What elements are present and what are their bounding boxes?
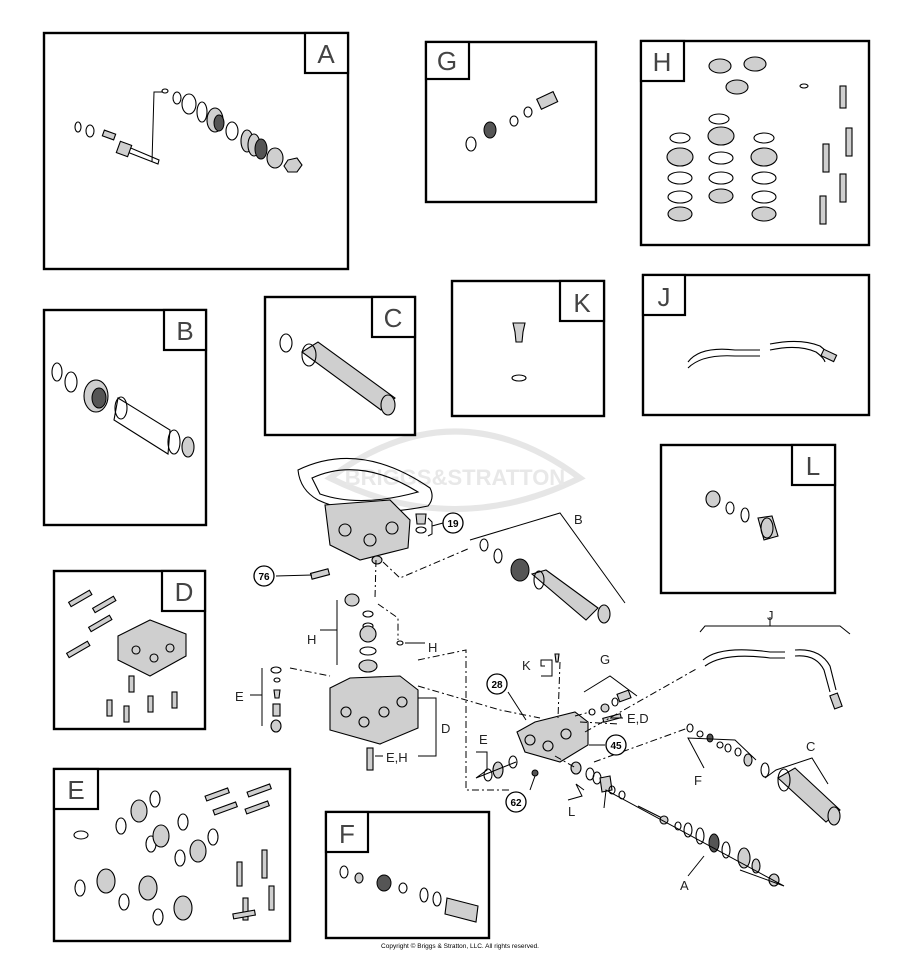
callout-19-text: 19 <box>447 519 459 530</box>
watermark-text: BRIGGS&STRATTON <box>345 465 565 490</box>
panel-f[interactable]: F <box>324 810 491 940</box>
panel-l-letter: L <box>806 451 820 481</box>
panel-c[interactable]: C <box>263 295 417 437</box>
panel-b-parts <box>51 362 195 458</box>
pump-assembly <box>250 457 851 887</box>
callout-28-text: 28 <box>491 680 503 691</box>
callout-45-text: 45 <box>610 741 622 752</box>
label-e-right: E <box>479 732 488 747</box>
label-h-left: H <box>307 632 316 647</box>
copyright-text: Copyright © Briggs & Stratton, LLC. All … <box>381 942 539 950</box>
panel-k-letter: K <box>573 288 591 318</box>
panel-h-parts <box>666 56 853 225</box>
panel-a-letter: A <box>317 39 335 69</box>
callout-62-text: 62 <box>510 798 522 809</box>
panel-a[interactable]: A <box>42 31 350 271</box>
panel-j-parts <box>687 340 838 369</box>
panel-c-parts <box>279 333 396 416</box>
label-h-right: H <box>428 640 437 655</box>
panel-d-letter: D <box>175 577 194 607</box>
label-j: J <box>767 608 774 623</box>
panel-h[interactable]: H <box>639 39 871 247</box>
panel-d[interactable]: D <box>52 569 207 731</box>
panel-c-letter: C <box>384 303 403 333</box>
panel-e[interactable]: E <box>52 767 292 943</box>
panel-j-letter: J <box>658 282 671 312</box>
callout-28[interactable]: 28 <box>486 673 508 695</box>
panel-b[interactable]: B <box>42 308 208 527</box>
panel-l[interactable]: L <box>659 443 837 595</box>
label-f: F <box>694 773 702 788</box>
panel-l-parts <box>705 490 779 541</box>
panel-j[interactable]: J <box>641 273 871 417</box>
panel-k[interactable]: K <box>450 279 606 418</box>
label-k: K <box>522 658 531 673</box>
panel-b-letter: B <box>176 316 193 346</box>
callout-62[interactable]: 62 <box>505 791 527 813</box>
panel-k-parts <box>511 322 527 382</box>
label-e-left: E <box>235 689 244 704</box>
panel-e-letter: E <box>67 775 84 805</box>
label-l: L <box>568 804 575 819</box>
panel-g-parts <box>465 90 559 152</box>
callout-19[interactable]: 19 <box>431 512 464 534</box>
label-d: D <box>441 721 450 736</box>
label-b: B <box>574 512 583 527</box>
panel-f-letter: F <box>339 819 355 849</box>
callout-76-text: 76 <box>258 572 270 583</box>
label-g: G <box>600 652 610 667</box>
panel-f-parts <box>339 865 479 923</box>
label-e-d: E,D <box>627 711 649 726</box>
label-c: C <box>806 739 815 754</box>
label-e-h-bolt: E,H <box>386 750 408 765</box>
panel-g[interactable]: G <box>424 40 598 204</box>
callout-76[interactable]: 76 <box>253 565 275 587</box>
panel-a-parts <box>74 88 303 173</box>
panel-g-letter: G <box>437 46 457 76</box>
panel-e-parts <box>73 783 275 926</box>
callout-45[interactable]: 45 <box>605 734 627 756</box>
diagram-labels: B H H E E,H D K G E,D J E L F C A <box>235 512 815 893</box>
panel-h-letter: H <box>653 47 672 77</box>
panel-d-parts <box>65 589 187 723</box>
watermark-logo: BRIGGS&STRATTON <box>324 428 586 512</box>
label-a: A <box>680 878 689 893</box>
